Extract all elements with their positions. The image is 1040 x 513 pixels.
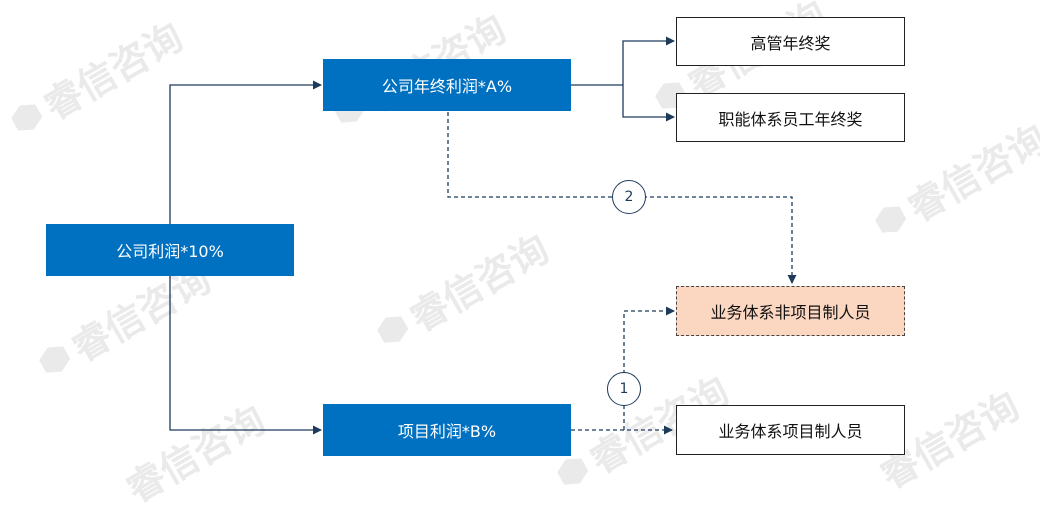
business-non-project-box: 业务体系非项目制人员 xyxy=(676,286,905,336)
edge-annual-to-exec xyxy=(622,36,675,85)
annual-profit-box: 公司年终利润*A% xyxy=(323,59,571,111)
company-profit-label: 公司利润*10% xyxy=(116,242,224,261)
connector-lines xyxy=(169,36,797,435)
business-project-label: 业务体系项目制人员 xyxy=(718,422,863,441)
exec-bonus-label: 高管年终奖 xyxy=(750,33,831,53)
edge-company-to-project xyxy=(169,276,322,435)
company-profit-box: 公司利润*10% xyxy=(46,224,294,276)
project-profit-box: 项目利润*B% xyxy=(323,404,571,456)
marker-two-label: 2 xyxy=(624,189,634,205)
business-project-box: 业务体系项目制人员 xyxy=(676,405,905,455)
exec-bonus-box: 高管年终奖 xyxy=(676,17,905,66)
functional-bonus-label: 职能体系员工年终奖 xyxy=(718,109,863,129)
project-profit-label: 项目利润*B% xyxy=(397,422,497,441)
marker-one: 1 xyxy=(607,372,641,406)
business-non-project-label: 业务体系非项目制人员 xyxy=(710,303,871,322)
marker-one-label: 1 xyxy=(619,381,629,397)
functional-bonus-box: 职能体系员工年终奖 xyxy=(676,93,905,142)
edge-annual-to-functional xyxy=(622,85,675,122)
edge-project-to-nonproject-dashed xyxy=(623,306,675,430)
marker-two: 2 xyxy=(612,180,646,214)
annual-profit-label: 公司年终利润*A% xyxy=(381,77,513,96)
edge-company-to-annual xyxy=(169,80,322,224)
edge-annual-to-nonproject-dashed xyxy=(447,112,797,284)
